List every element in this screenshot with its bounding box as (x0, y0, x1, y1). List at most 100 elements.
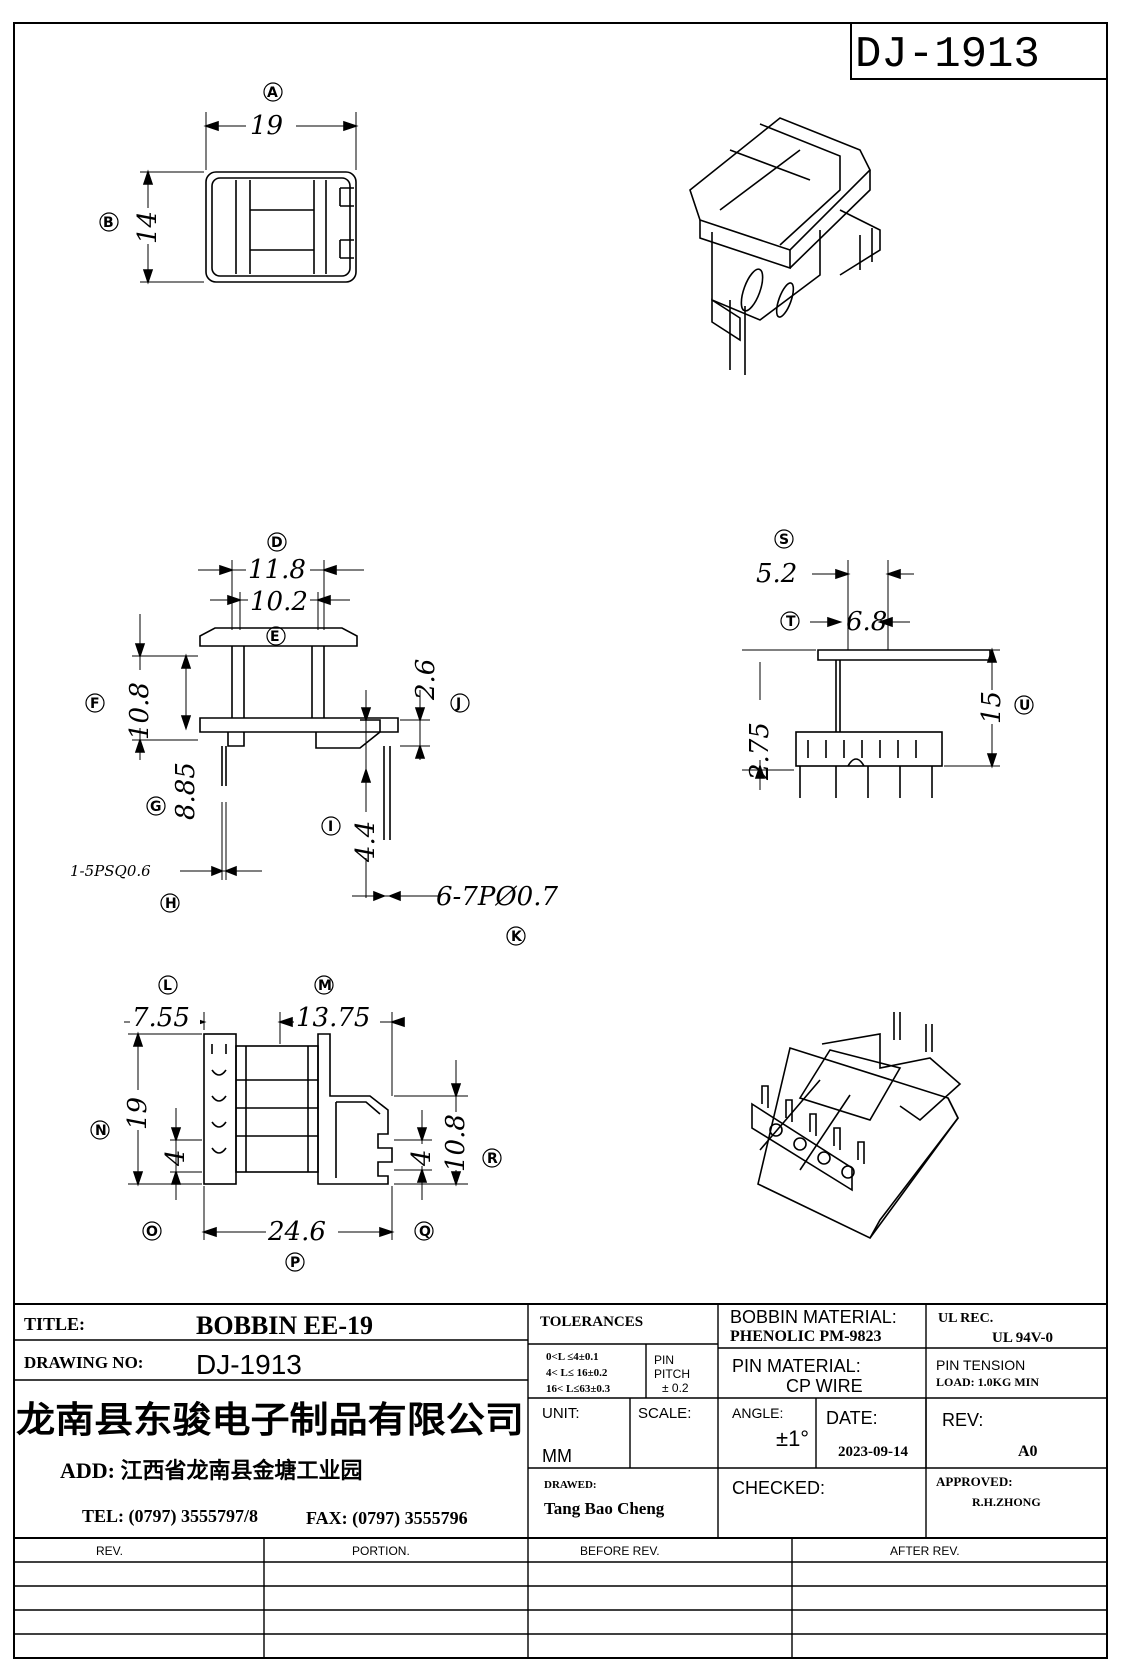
dim-f: 10.8 (125, 682, 155, 740)
tolerance-row-2: 4< L≤ 16±0.2 (546, 1367, 608, 1379)
dim-v: 2.75 (745, 722, 775, 781)
company-fax: FAX: (0797) 3555796 (306, 1508, 468, 1529)
pin-pitch-label-1: PIN (654, 1353, 674, 1367)
ref-a: A (267, 85, 278, 101)
pin-square-callout: 1-5PSQ0.6 (70, 862, 151, 880)
ref-h: H (165, 896, 177, 912)
tolerance-row-1: 0<L ≤4±0.1 (546, 1351, 599, 1363)
rev-table-header-rev: REV. (96, 1544, 123, 1558)
dim-s: 5.2 (756, 559, 797, 589)
rev-value: A0 (1018, 1443, 1038, 1460)
ul-rec-label: UL REC. (938, 1311, 993, 1326)
top-view-outline (205, 171, 357, 283)
bobbin-material-label: BOBBIN MATERIAL: (730, 1307, 897, 1327)
dim-b: 14 (133, 211, 163, 244)
ref-d: D (271, 535, 283, 551)
ref-r: R (487, 1151, 498, 1167)
approved-value: R.H.ZHONG (972, 1495, 1041, 1509)
ref-n: N (95, 1123, 107, 1139)
ref-q: Q (419, 1224, 431, 1240)
rev-table-header-portion: PORTION. (352, 1544, 410, 1558)
bottom-pin-rail (203, 1033, 237, 1185)
dim-l: 7.55 (132, 1003, 190, 1033)
title-block: TITLE: BOBBIN EE-19 DRAWING NO: DJ-1913 … (14, 1303, 1107, 1658)
rev-label: REV: (942, 1410, 983, 1430)
dim-r: 10.8 (441, 1114, 471, 1172)
drawed-label: DRAWED: (544, 1479, 597, 1491)
top-view-inner (211, 177, 351, 277)
dim-n: 19 (123, 1097, 153, 1130)
company-address: ADD: 江西省龙南县金塘工业园 (60, 1458, 363, 1483)
company-tel: TEL: (0797) 3555797/8 (82, 1506, 258, 1527)
bottom-view: 7.55 13.75 L M 19 N 4 O 10.8 R 4 (90, 975, 502, 1272)
pin-round-callout: 6-7PØ0.7 (436, 882, 558, 912)
drawing-code-box (850, 22, 1108, 80)
ref-g: G (150, 799, 162, 815)
front-top-flange (199, 627, 358, 647)
side-base (795, 731, 943, 767)
pin-tension-value: LOAD: 1.0KG MIN (936, 1375, 1039, 1389)
ref-b: B (103, 215, 114, 231)
title-label: TITLE: (24, 1314, 85, 1334)
ref-f: F (90, 696, 100, 712)
checked-label: CHECKED: (732, 1478, 825, 1498)
rev-table-header-after: AFTER REV. (890, 1544, 960, 1558)
date-value: 2023-09-14 (838, 1444, 908, 1460)
rev-table-header-before: BEFORE REV. (580, 1544, 660, 1558)
drawing-no-value: DJ-1913 (196, 1349, 302, 1380)
pin-tension-label: PIN TENSION (936, 1357, 1025, 1373)
ref-s: S (779, 532, 789, 548)
drawed-value: Tang Bao Cheng (544, 1499, 665, 1518)
dim-j: 2.6 (411, 659, 441, 701)
date-label: DATE: (826, 1408, 878, 1428)
ref-i: I (328, 819, 333, 835)
dim-i: 4.4 (351, 821, 381, 863)
ref-o: O (146, 1224, 158, 1240)
dim-a: 19 (250, 111, 283, 141)
dim-g: 8.85 (171, 762, 201, 820)
pin-pitch-label-2: PITCH (654, 1367, 690, 1381)
approved-label: APPROVED: (936, 1474, 1013, 1489)
dim-o: 4 (161, 1149, 191, 1167)
dim-p: 24.6 (267, 1217, 326, 1247)
sheet-border (13, 22, 1108, 1659)
drawing-no-label: DRAWING NO: (24, 1353, 143, 1372)
pin-material-label: PIN MATERIAL: (732, 1356, 861, 1376)
angle-label: ANGLE: (732, 1405, 783, 1421)
isometric-view-bottom (751, 1012, 962, 1240)
angle-value: ±1° (776, 1426, 809, 1451)
dim-q: 4 (407, 1149, 437, 1167)
dim-u: 15 (977, 691, 1007, 724)
ref-k: K (511, 929, 523, 945)
dim-m: 13.75 (296, 1003, 370, 1033)
isometric-view-top (689, 117, 881, 375)
title-value: BOBBIN EE-19 (196, 1311, 373, 1340)
side-top-flange (817, 649, 991, 661)
front-view: 11.8 10.2 D E 10.8 8.85 F G 2.6 J 4.4 I (70, 532, 558, 946)
ref-u: U (1019, 698, 1030, 714)
tolerances-label: TOLERANCES (540, 1314, 643, 1330)
company-name: 龙南县东骏电子制品有限公司 (16, 1399, 524, 1440)
ul-rec-value: UL 94V-0 (992, 1330, 1053, 1346)
bobbin-material-value: PHENOLIC PM-9823 (730, 1328, 882, 1345)
ref-m: M (318, 978, 332, 994)
unit-value: MM (542, 1446, 572, 1466)
bottom-view-flange (317, 1033, 393, 1185)
pin-pitch-value: ± 0.2 (662, 1381, 689, 1395)
tolerance-row-3: 16< L≤63±0.3 (546, 1383, 611, 1395)
dim-d: 11.8 (248, 555, 306, 585)
ref-e: E (270, 629, 280, 645)
ref-p: P (290, 1255, 300, 1271)
side-view: 5.2 S 6.8 T 2.75 15 U (742, 529, 1034, 798)
front-bottom-flange (199, 717, 399, 733)
unit-label: UNIT: (542, 1405, 580, 1422)
pin-material-value: CP WIRE (786, 1376, 863, 1396)
ref-t: T (786, 614, 796, 630)
ref-j: J (455, 696, 461, 712)
drawing-code: DJ-1913 (855, 30, 1040, 80)
scale-label: SCALE: (638, 1405, 691, 1422)
top-view: 19 A 14 B (99, 82, 359, 285)
dim-t: 6.8 (846, 607, 887, 637)
dim-e: 10.2 (250, 587, 308, 617)
